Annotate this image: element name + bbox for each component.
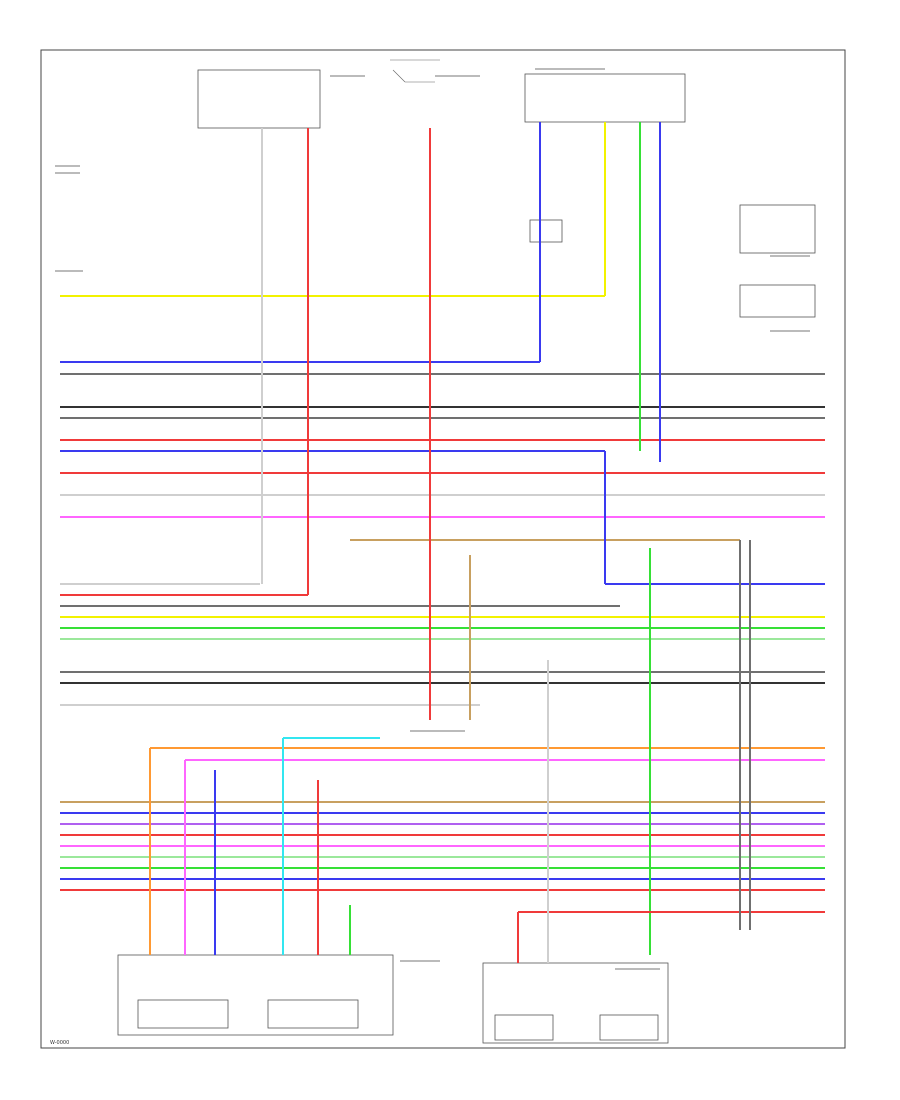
top-left-component-box	[197, 69, 321, 129]
right-connector-box-1	[739, 204, 816, 254]
right-connector-box-2	[739, 284, 816, 318]
center-connector-box	[529, 219, 563, 243]
switch-contact	[392, 69, 406, 83]
horizontal-wires	[60, 295, 825, 891]
bottom-right-sub-box-1	[494, 1014, 554, 1041]
bottom-right-sub-box-2	[599, 1014, 659, 1041]
vertical-wires	[149, 122, 825, 963]
footer-code: W-0000	[50, 1040, 69, 1046]
label-marks	[55, 68, 810, 970]
bottom-left-sub-box-1	[137, 999, 229, 1029]
bottom-left-sub-box-2	[267, 999, 359, 1029]
diagram-frame	[40, 49, 846, 1049]
top-right-connector-box	[524, 73, 686, 123]
